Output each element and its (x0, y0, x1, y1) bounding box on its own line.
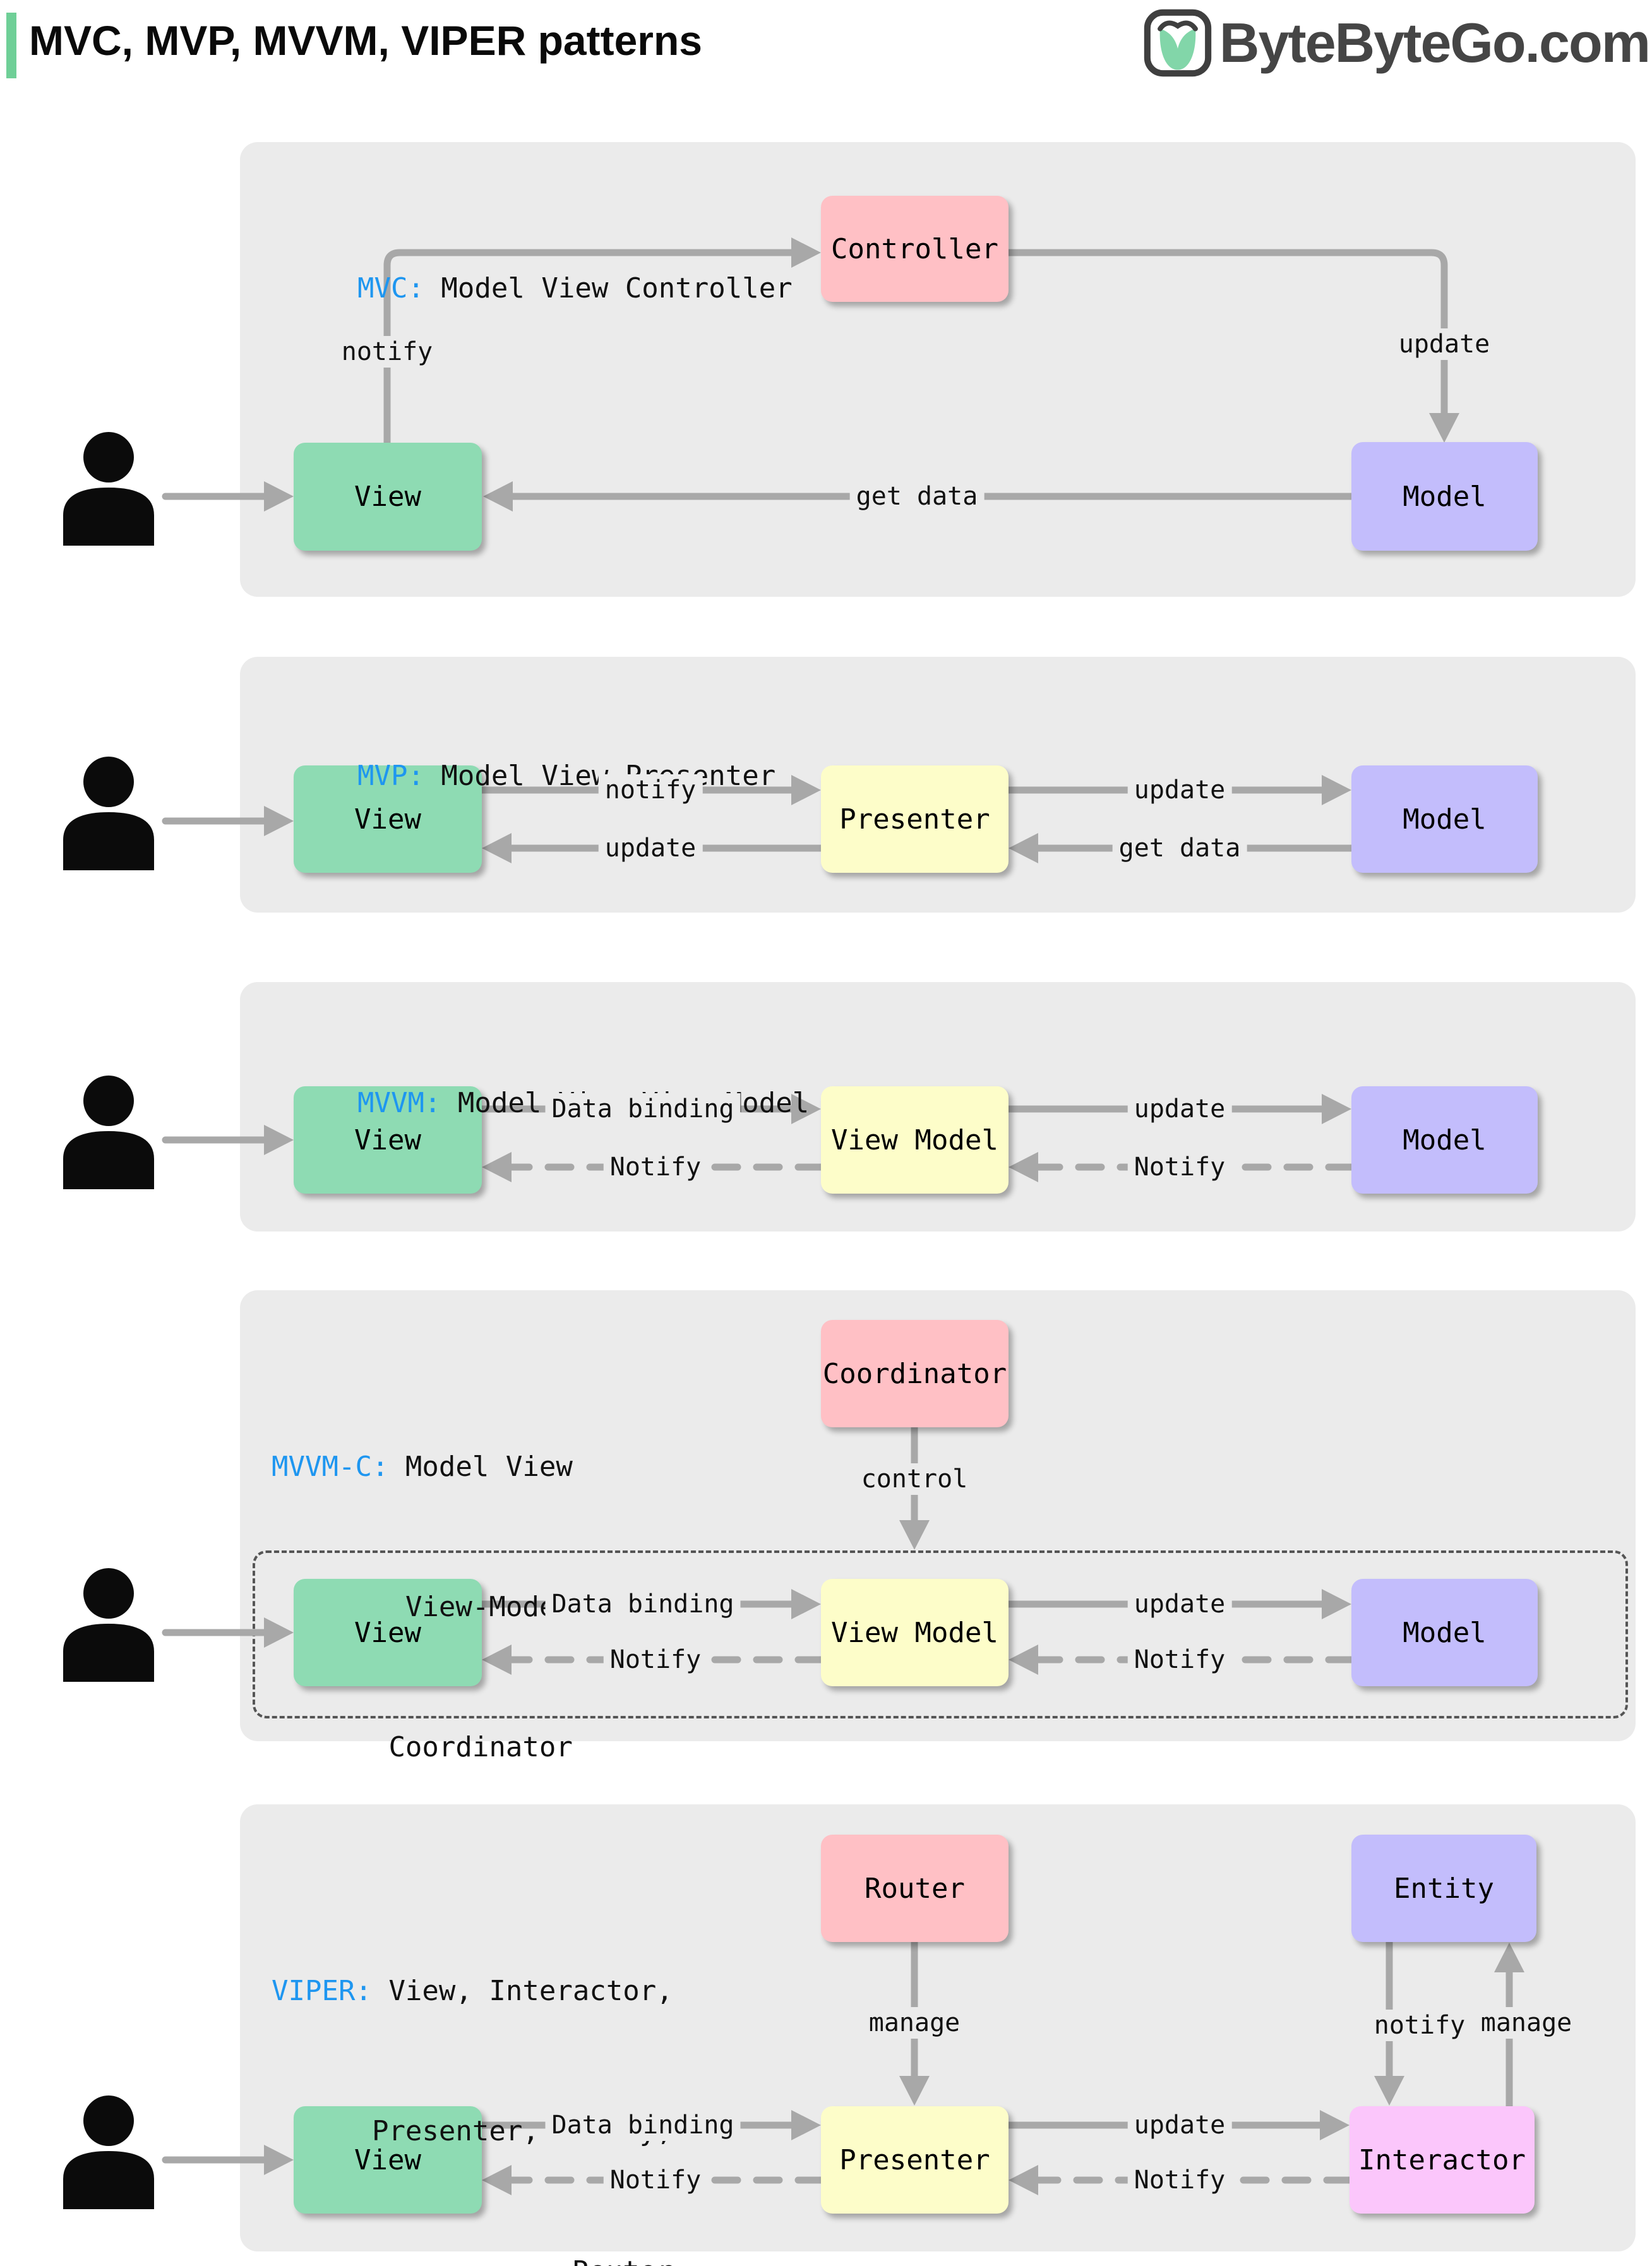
mvvmc-notify-view-label: Notify (603, 1644, 708, 1676)
mvvmc-view-model-box: View Model (821, 1579, 1009, 1686)
user-to-view-arrow (162, 481, 294, 2175)
viper-notify-presenter-arrow (1009, 2165, 1353, 2195)
mvvm-notify-vm-label: Notify (1127, 1151, 1232, 1183)
mvp-view-box: View (294, 765, 482, 873)
mvvmc-data-binding-label: Data binding (545, 1588, 741, 1620)
mvvm-view-model-box: View Model (821, 1086, 1009, 1194)
mvc-get-data-label: get data (849, 481, 985, 512)
user-icon (63, 757, 154, 870)
mvvmc-heading: MVVM-C: Model View View-Model Coordinato… (272, 1451, 573, 1763)
mvvmc-control-label: control (854, 1463, 974, 1495)
mvvmc-update-label: update (1127, 1588, 1232, 1620)
mvc-notify-arrow (383, 237, 821, 447)
mvc-controller-box: Controller (821, 196, 1009, 302)
viper-notify-entity-label: notify (1367, 2010, 1472, 2041)
mvvmc-view-box: View (294, 1579, 482, 1686)
user-icon (63, 1076, 154, 1189)
brand-logo: ByteByteGo.com (1142, 8, 1651, 78)
bytebytego-icon (1144, 9, 1212, 77)
viper-notify-view-arrow (482, 2165, 825, 2195)
mvvm-update-label: update (1127, 1093, 1232, 1125)
mvvmc-notify-vm-arrow (1009, 1645, 1355, 1675)
mvp-model-box: Model (1351, 765, 1538, 873)
user-icon (63, 1568, 154, 1682)
mvvmc-notify-vm-label: Notify (1127, 1644, 1232, 1676)
viper-notify-presenter-label: Notify (1127, 2164, 1232, 2196)
viper-interactor-box: Interactor (1350, 2106, 1535, 2214)
mvvm-notify-view-label: Notify (603, 1151, 708, 1183)
mvvm-notify-view-arrow (482, 1152, 825, 1182)
viper-router-box: Router (821, 1835, 1009, 1942)
mvp-presenter-box: Presenter (821, 765, 1009, 873)
mvc-heading: MVC: Model View Controller (357, 272, 793, 304)
mvvm-data-binding-label: Data binding (545, 1093, 741, 1125)
viper-data-binding-label: Data binding (545, 2109, 741, 2141)
title-accent-bar (6, 13, 16, 78)
mvp-update-model-label: update (1127, 774, 1232, 806)
brand-name: ByteByteGo.com (1219, 11, 1651, 74)
mvvm-model-box: Model (1351, 1086, 1538, 1194)
mvc-update-arrow (1005, 249, 1459, 443)
user-icon (63, 432, 154, 546)
mvvmc-model-box: Model (1351, 1579, 1538, 1686)
viper-manage-router-label: manage (862, 2007, 967, 2039)
viper-manage-entity-label: manage (1474, 2007, 1579, 2039)
viper-view-box: View (294, 2106, 482, 2214)
mvp-update-view-label: update (598, 832, 703, 864)
mvc-notify-label: notify (335, 336, 440, 368)
mvvm-view-box: View (294, 1086, 482, 1194)
user-icon (63, 2095, 154, 2209)
mvp-get-data-label: get data (1112, 832, 1247, 864)
mvc-model-box: Model (1351, 442, 1538, 551)
page-title: MVC, MVP, MVVM, VIPER patterns (29, 17, 702, 64)
viper-manage-entity-arrow (1494, 1943, 1524, 2110)
mvc-view-box: View (294, 443, 482, 551)
viper-notify-entity-arrow (1374, 1938, 1404, 2106)
viper-heading: VIPER: View, Interactor, Presenter, Enti… (272, 1975, 673, 2266)
mvp-notify-label: notify (598, 774, 703, 806)
mvvmc-notify-view-arrow (482, 1645, 825, 1675)
viper-notify-view-label: Notify (603, 2164, 708, 2196)
viper-update-label: update (1127, 2109, 1232, 2141)
mvvm-notify-vm-arrow (1009, 1152, 1355, 1182)
viper-presenter-box: Presenter (821, 2106, 1009, 2214)
mvp-heading: MVP: Model View Presenter (357, 760, 775, 792)
mvvmc-coordinator-box: Coordinator (821, 1320, 1009, 1427)
viper-entity-box: Entity (1351, 1835, 1536, 1942)
mvc-update-label: update (1392, 328, 1497, 360)
